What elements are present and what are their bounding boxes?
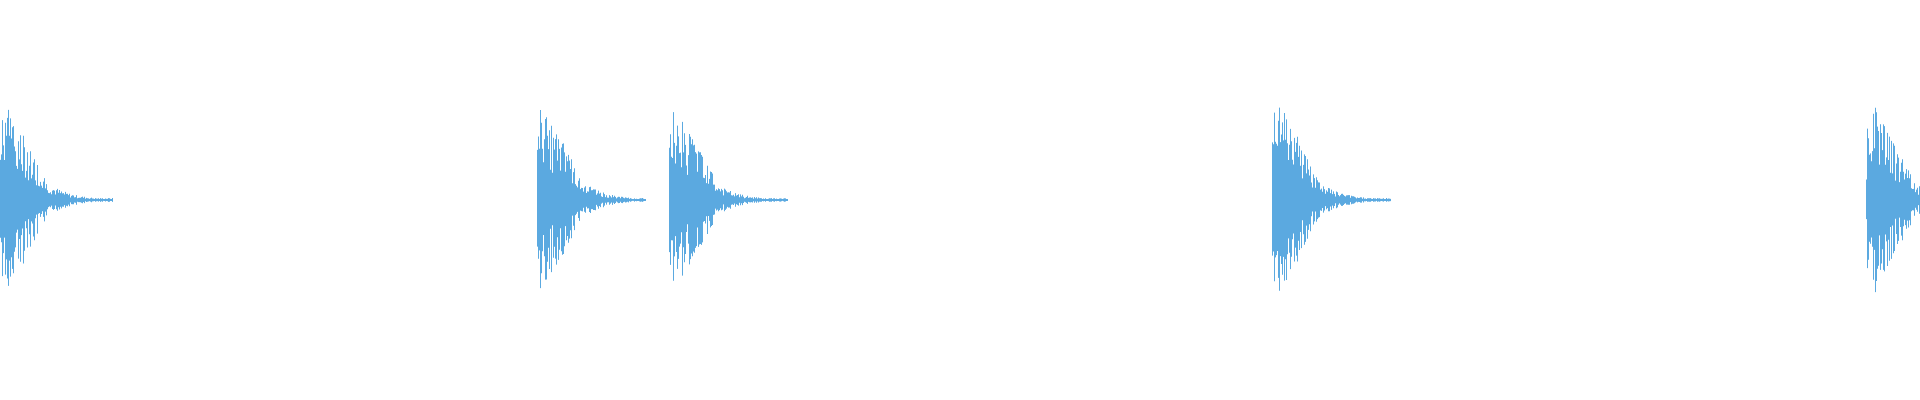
waveform-transient — [537, 110, 646, 289]
waveform-transient-path — [669, 112, 788, 281]
waveform-transient — [1272, 107, 1391, 291]
waveform-transient — [669, 112, 788, 281]
waveform-transient-path — [1272, 107, 1391, 291]
waveform-transient-path — [0, 109, 113, 286]
waveform-transient — [1866, 107, 1920, 293]
waveform-transient-path — [537, 110, 646, 289]
waveform-transient — [0, 109, 113, 286]
